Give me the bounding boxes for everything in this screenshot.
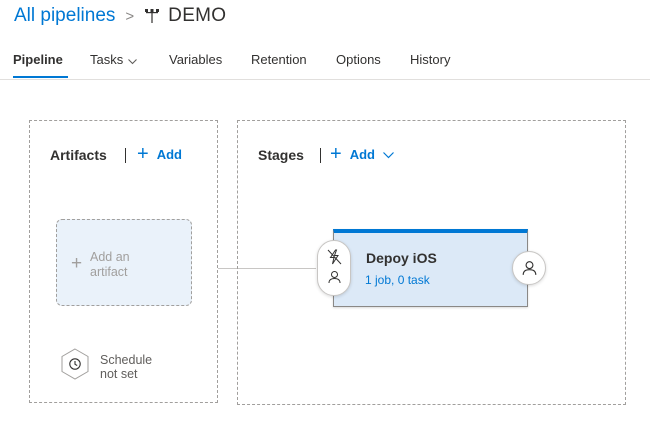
pipeline-name: DEMO bbox=[168, 5, 227, 26]
tab-retention[interactable]: Retention bbox=[251, 52, 307, 67]
add-stage-label: Add bbox=[349, 146, 375, 162]
breadcrumb-separator: > bbox=[125, 7, 135, 25]
artifact-stage-connector bbox=[218, 268, 316, 269]
add-artifact-text-line2: artifact bbox=[90, 265, 128, 279]
pre-deployment-conditions bbox=[317, 240, 351, 296]
stages-title: Stages bbox=[258, 147, 304, 163]
all-pipelines-link[interactable]: All pipelines bbox=[14, 5, 116, 26]
chevron-down-icon[interactable] bbox=[383, 147, 394, 162]
schedule-trigger[interactable]: Schedule not set bbox=[60, 347, 152, 386]
breadcrumb: All pipelines > DEMO bbox=[14, 4, 226, 28]
tab-history[interactable]: History bbox=[410, 52, 451, 67]
stage-tasks-link[interactable]: 1 job, 0 task bbox=[365, 273, 430, 287]
add-artifact-label: Add bbox=[156, 146, 182, 162]
artifacts-title: Artifacts bbox=[50, 147, 107, 163]
stage-name: Depoy iOS bbox=[366, 250, 437, 266]
artifacts-panel bbox=[29, 120, 218, 403]
tab-options[interactable]: Options bbox=[336, 52, 381, 67]
artifacts-title-divider bbox=[125, 148, 126, 163]
add-artifact-text-line1: Add an bbox=[90, 250, 130, 264]
add-artifact-link[interactable]: + Add bbox=[137, 144, 182, 164]
person-icon bbox=[522, 261, 537, 275]
chevron-down-icon bbox=[128, 53, 138, 68]
add-stage-link[interactable]: + Add bbox=[330, 144, 394, 164]
stage-card[interactable]: Depoy iOS 1 job, 0 task bbox=[333, 229, 528, 307]
tab-pipeline[interactable]: Pipeline bbox=[13, 52, 63, 67]
add-artifact-placeholder[interactable]: + Add an artifact bbox=[56, 219, 192, 306]
tab-variables[interactable]: Variables bbox=[169, 52, 223, 67]
plus-icon: + bbox=[137, 143, 149, 165]
stages-panel bbox=[237, 120, 626, 405]
plus-icon: + bbox=[330, 143, 342, 165]
pipeline-icon bbox=[145, 8, 160, 24]
plus-icon: + bbox=[71, 253, 83, 274]
schedule-text-line1: Schedule bbox=[100, 352, 153, 367]
stages-title-divider bbox=[320, 148, 321, 163]
tab-tasks[interactable]: Tasks bbox=[90, 52, 138, 68]
tab-tasks-label: Tasks bbox=[90, 52, 124, 67]
tab-bar: Pipeline Tasks Variables Retention Optio… bbox=[0, 48, 650, 80]
active-tab-indicator bbox=[13, 76, 68, 78]
person-icon[interactable] bbox=[328, 270, 341, 289]
post-deployment-approval[interactable] bbox=[512, 251, 546, 285]
clock-icon bbox=[60, 347, 90, 386]
schedule-text-line2: not set bbox=[100, 366, 138, 381]
lightning-icon[interactable] bbox=[327, 249, 342, 270]
